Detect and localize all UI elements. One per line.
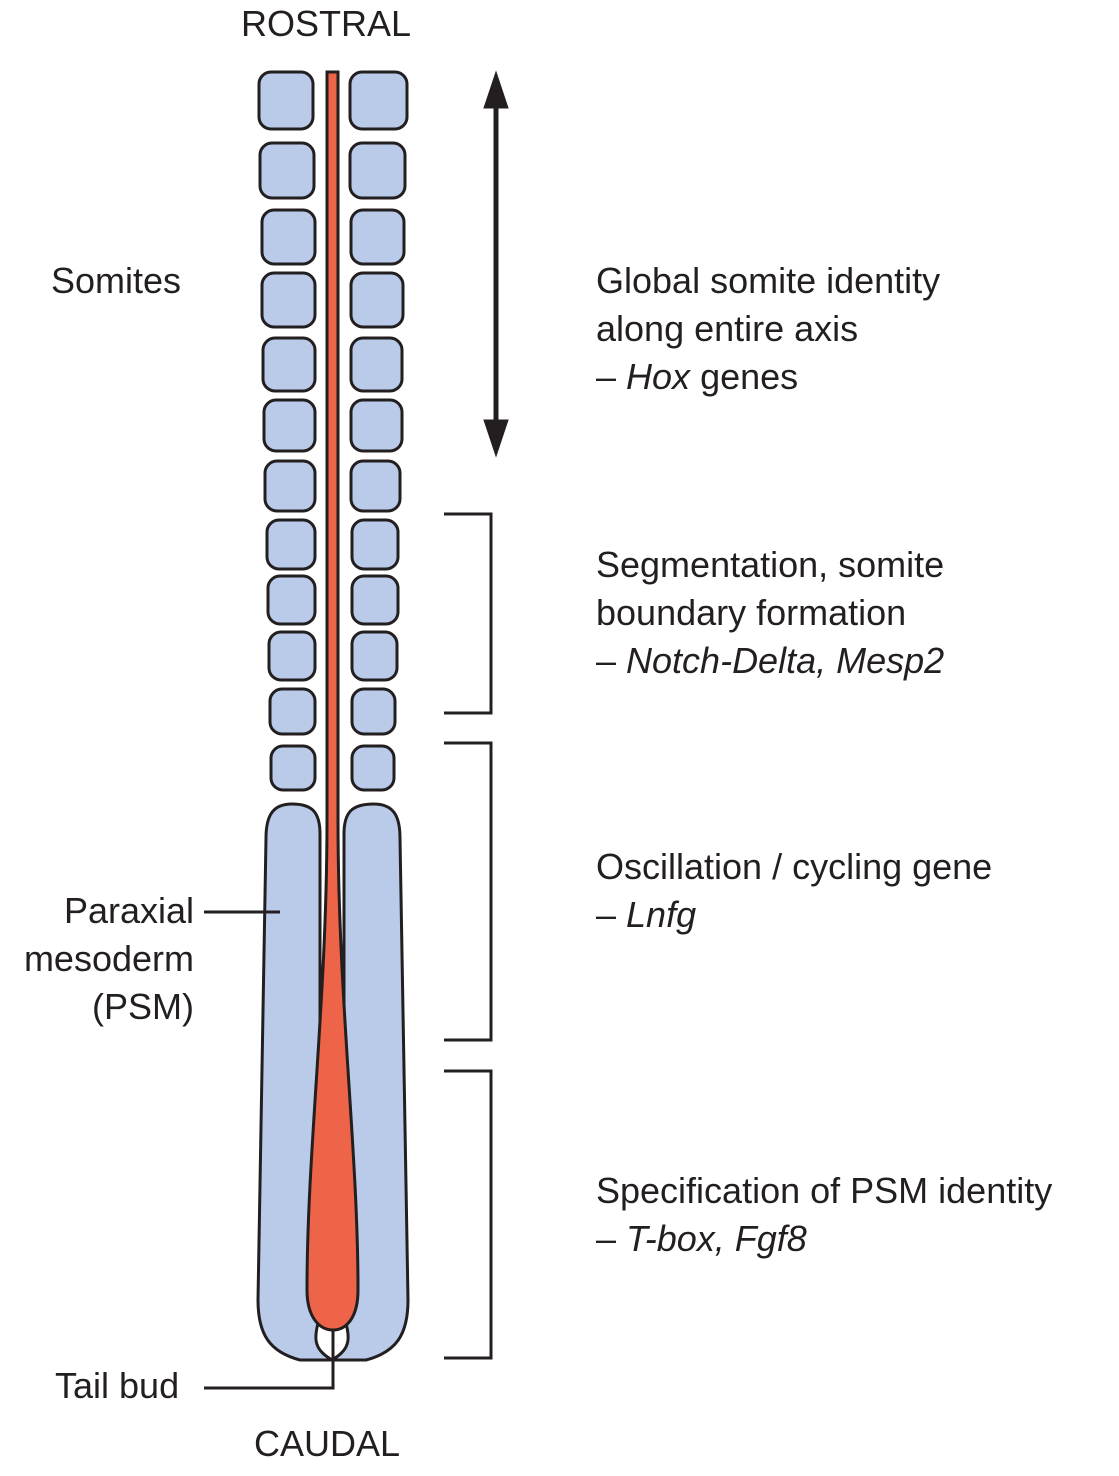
annotation-psm-specification: Specification of PSM identity – T-box, F… <box>596 1167 1052 1263</box>
annotation-dash: – <box>596 1218 627 1259</box>
annotation-gene-line: – T-box, Fgf8 <box>596 1215 1052 1263</box>
annotation-line: Global somite identity <box>596 260 941 301</box>
somite-left <box>265 518 317 571</box>
somite-right <box>350 630 399 682</box>
annotation-dash: – <box>596 894 627 935</box>
somite-left <box>260 271 317 329</box>
annotation-line: Segmentation, somite <box>596 544 945 585</box>
somite-left <box>261 336 317 393</box>
oscillation-bracket <box>444 741 493 1042</box>
tail-bud-leader-line <box>204 1360 335 1390</box>
somite-right <box>350 574 400 626</box>
annotation-gene: T-box, Fgf8 <box>626 1218 807 1259</box>
annotation-dash: – <box>596 640 627 681</box>
somites-label: Somites <box>51 260 182 301</box>
annotation-line: Oscillation / cycling gene <box>596 846 993 887</box>
psm-label-line-3: (PSM) <box>92 986 194 1027</box>
rostral-label: ROSTRAL <box>241 3 412 44</box>
psm-label: Paraxial mesoderm (PSM) <box>0 887 194 1031</box>
annotation-gene: Lnfg <box>626 894 697 935</box>
annotation-gene-line: – Hox genes <box>596 353 940 401</box>
somite-pairs <box>257 70 409 792</box>
somite-left <box>269 744 317 792</box>
arrow-head-up-icon <box>483 70 509 109</box>
somite-left <box>260 208 317 266</box>
somite-left <box>263 459 317 513</box>
annotation-line: Specification of PSM identity <box>596 1170 1053 1211</box>
somite-left <box>266 574 317 626</box>
tail-bud-label: Tail bud <box>55 1365 180 1406</box>
annotation-line: boundary formation <box>596 592 907 633</box>
annotation-line: along entire axis <box>596 308 859 349</box>
annotation-global-identity: Global somite identity along entire axis… <box>596 257 940 401</box>
annotation-suffix: genes <box>690 356 799 397</box>
somite-right <box>349 459 402 513</box>
somite-right <box>350 687 397 736</box>
annotation-gene-line: – Notch-Delta, Mesp2 <box>596 637 944 685</box>
psm-label-line-2: mesoderm <box>23 938 194 979</box>
caudal-label: CAUDAL <box>254 1423 401 1464</box>
segmentation-bracket <box>444 512 493 715</box>
annotation-gene: Notch-Delta, Mesp2 <box>626 640 945 681</box>
annotation-dash: – <box>596 356 627 397</box>
somite-left <box>262 398 317 453</box>
annotation-oscillation: Oscillation / cycling gene – Lnfg <box>596 843 992 939</box>
somite-right <box>350 518 400 571</box>
somite-right <box>349 336 404 393</box>
psm-label-line-1: Paraxial <box>63 890 194 931</box>
somite-left <box>268 687 317 736</box>
somite-right <box>348 141 407 200</box>
annotation-gene-line: – Lnfg <box>596 891 992 939</box>
somite-right <box>349 208 406 266</box>
psm-specification-bracket <box>444 1069 493 1360</box>
somite-left <box>257 70 315 131</box>
somite-right <box>350 744 396 792</box>
somite-right <box>348 70 409 131</box>
somite-left <box>258 141 316 200</box>
arrow-head-down-icon <box>483 419 509 458</box>
somite-left <box>267 630 317 682</box>
annotation-gene: Hox <box>626 356 691 397</box>
annotation-segmentation: Segmentation, somite boundary formation … <box>596 541 944 685</box>
somite-right <box>349 271 405 329</box>
somite-right <box>349 398 404 453</box>
